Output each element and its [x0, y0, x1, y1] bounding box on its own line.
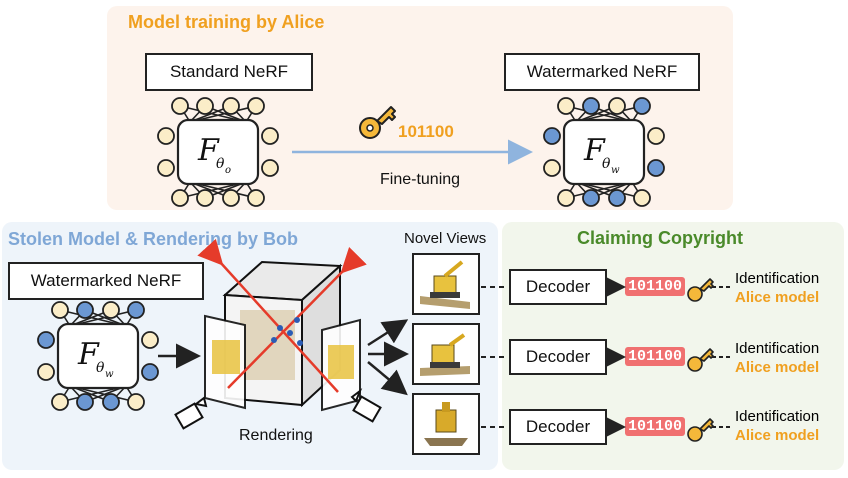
network-node: [543, 127, 561, 145]
alice-model-label: Alice model: [735, 359, 820, 376]
network-node: [37, 363, 55, 381]
rendering-label: Rendering: [239, 427, 313, 444]
key-icon: [687, 278, 714, 302]
network-node: [261, 127, 279, 145]
network-node: [51, 393, 69, 411]
network-node: [141, 331, 159, 349]
key-icon: [687, 348, 714, 372]
svg-text:w: w: [611, 165, 620, 176]
excavator-thumbnail: [420, 333, 470, 376]
camera-icon: [350, 388, 382, 423]
network-node: [647, 127, 665, 145]
network-node: [196, 97, 214, 115]
network-node: [76, 393, 94, 411]
key-icon: [687, 418, 714, 442]
svg-text:F: F: [77, 337, 100, 372]
network-node: [157, 159, 175, 177]
network-node: [76, 301, 94, 319]
network-node: [127, 301, 145, 319]
network-node: [633, 97, 651, 115]
svg-text:θ: θ: [216, 156, 225, 172]
decoder-connectors: [481, 277, 732, 437]
alice-model-label: Alice model: [735, 427, 820, 444]
network-node: [127, 393, 145, 411]
watermarked-nerf-box-bob: Watermarked NeRF: [8, 262, 204, 300]
network-node: [557, 97, 575, 115]
standard-nerf-box: Standard NeRF: [145, 53, 313, 91]
novel-views-label: Novel Views: [404, 230, 487, 247]
network-node: [543, 159, 561, 177]
excavator-thumbnail: [420, 260, 470, 309]
network-node: [157, 127, 175, 145]
svg-text:o: o: [225, 165, 231, 176]
svg-text:θ: θ: [602, 156, 611, 172]
network-node: [247, 189, 265, 207]
network-node: [102, 301, 120, 319]
identification-label: Identification: [735, 408, 820, 425]
network-node: [171, 97, 189, 115]
network-node: [196, 189, 214, 207]
svg-text:F: F: [197, 133, 220, 168]
alice-model-label: Alice model: [735, 289, 820, 306]
network-node: [51, 301, 69, 319]
rendering-cube: [197, 238, 367, 412]
camera-icon: [174, 396, 208, 430]
decoder-box-3: Decoder: [509, 409, 607, 445]
network-node: [102, 393, 120, 411]
svg-text:w: w: [105, 369, 114, 380]
network-node: [247, 97, 265, 115]
key-code-label: 101100: [398, 122, 454, 141]
identification-label: Identification: [735, 340, 820, 357]
network-node: [37, 331, 55, 349]
network-node: [261, 159, 279, 177]
fine-tuning-label: Fine-tuning: [380, 171, 461, 188]
bob-panel-title: Stolen Model & Rendering by Bob: [8, 229, 299, 249]
network-node: [582, 97, 600, 115]
network-node: [222, 189, 240, 207]
decoder-box-1: Decoder: [509, 269, 607, 305]
claim-panel-title: Claiming Copyright: [577, 228, 743, 248]
network-node: [608, 97, 626, 115]
network-node: [557, 189, 575, 207]
decoded-code-2: 101100: [625, 347, 686, 366]
decoded-code-3: 101100: [625, 417, 686, 436]
network-node: [582, 189, 600, 207]
network-node: [141, 363, 159, 381]
network-node: [633, 189, 651, 207]
network-node: [222, 97, 240, 115]
identification-label: Identification: [735, 270, 820, 287]
decoded-code-1: 101100: [625, 277, 686, 296]
key-icon: [359, 106, 396, 139]
alice-panel-title: Model training by Alice: [128, 12, 325, 32]
watermarked-nerf-box-top: Watermarked NeRF: [504, 53, 700, 91]
network-node: [647, 159, 665, 177]
svg-text:F: F: [583, 133, 606, 168]
excavator-thumbnail: [424, 402, 468, 446]
network-node: [608, 189, 626, 207]
network-node: [171, 189, 189, 207]
svg-text:θ: θ: [96, 360, 105, 376]
